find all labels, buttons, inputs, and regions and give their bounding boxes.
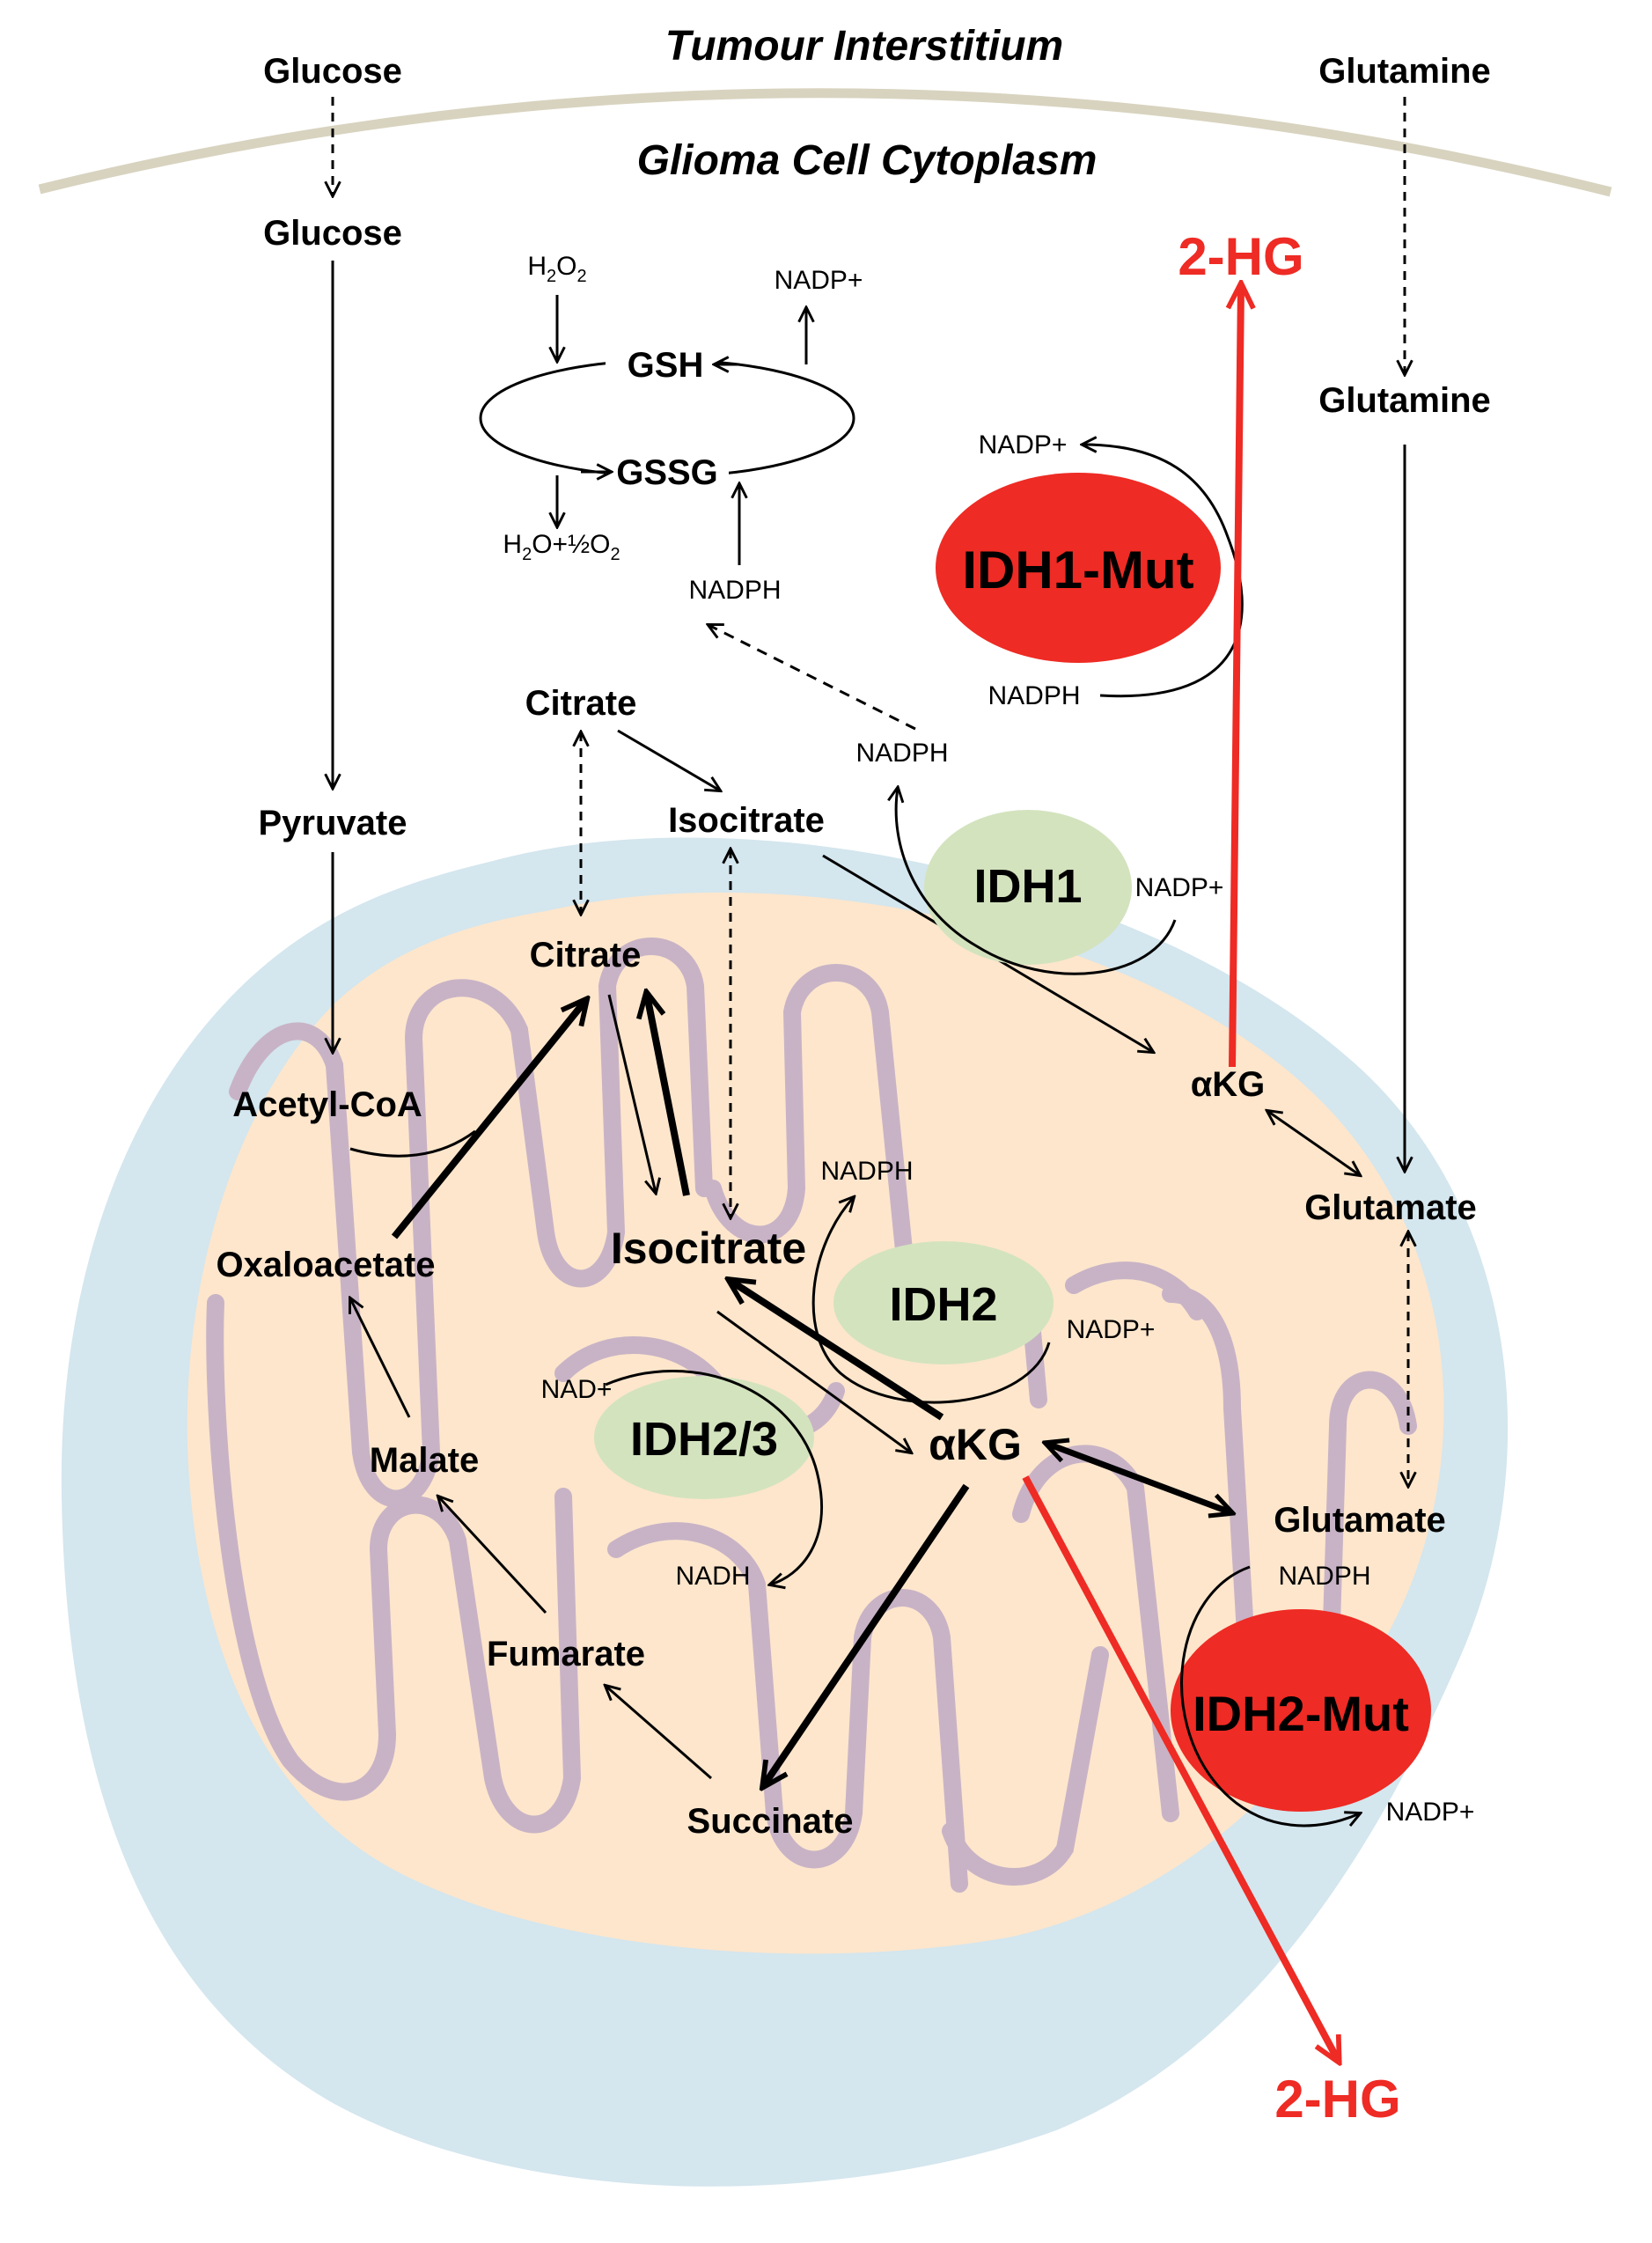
idh2-mut-cofactor-arc	[1180, 1565, 1360, 1827]
idh2-cofactor-arc	[811, 1197, 1051, 1404]
cell-membrane	[38, 88, 1612, 197]
mut2-nadp-label: NADP+	[1386, 1798, 1475, 1827]
idh1-mut-cofactor-arc	[1083, 445, 1244, 698]
idh23-nadh-label: NADH	[675, 1562, 750, 1591]
idh2-mut-enzyme	[1171, 1609, 1431, 1812]
glutamine-intracellular: Glutamine	[1318, 381, 1491, 420]
glucose-intracellular: Glucose	[263, 214, 402, 253]
glutamate-cytoplasm: Glutamate	[1304, 1188, 1477, 1227]
malate-label: Malate	[370, 1441, 480, 1480]
isocitrate-mito: Isocitrate	[611, 1224, 806, 1273]
glutamate-mito: Glutamate	[1274, 1501, 1446, 1540]
malate-to-oaa-arrow	[350, 1298, 411, 1418]
akg-to-succinate-arrow	[764, 1483, 970, 1785]
oxaloacetate-label: Oxaloacetate	[216, 1246, 435, 1284]
gsh-label-gap	[606, 343, 718, 386]
akg-glutamate-cytoplasm-arrow	[1267, 1111, 1360, 1175]
akg-to-2hg-mito-arrow	[1022, 1475, 1338, 2060]
isocitrate-to-akg-mito-arrow	[716, 1310, 911, 1452]
isocitrate-to-citrate-mito-arrow	[647, 995, 690, 1196]
acetyl-coa-label: Acetyl-CoA	[232, 1085, 422, 1124]
2hg-cytoplasm-label: 2-HG	[1178, 227, 1303, 286]
oaa-to-citrate-arrow	[391, 1001, 585, 1239]
nadph-to-glutathione-arrow	[709, 625, 916, 731]
gssg-nadph-label: NADPH	[688, 576, 781, 605]
succinate-to-fumarate-arrow	[606, 1686, 712, 1780]
gssg-label: GSSG	[616, 453, 718, 492]
glutathione-cycle: GSH GSSG H2O2 NADP+ H2O+½O2 NADPH	[479, 252, 863, 605]
gsh-label: GSH	[628, 346, 704, 385]
idh1-cofactor-arc	[896, 788, 1177, 975]
idh2-nadp-label: NADP+	[1067, 1315, 1156, 1344]
akg-cytoplasm: αKG	[1191, 1065, 1266, 1104]
pyruvate-label: Pyruvate	[259, 804, 407, 842]
mut2-nadph-label: NADPH	[1278, 1562, 1370, 1591]
glutamine-extracellular: Glutamine	[1318, 52, 1491, 91]
idh1-enzyme	[924, 810, 1132, 965]
idh23-cofactor-arc	[605, 1370, 824, 1585]
fumarate-to-malate-arrow	[438, 1497, 547, 1614]
succinate-label: Succinate	[687, 1802, 854, 1841]
akg-glutamate-mito-arrow	[1047, 1444, 1230, 1512]
akg-to-isocitrate-arrow	[731, 1281, 944, 1421]
citrate-cytoplasm: Citrate	[525, 684, 637, 723]
mut1-nadp-label: NADP+	[979, 430, 1068, 460]
glioma-cytoplasm-label: Glioma Cell Cytoplasm	[637, 137, 1098, 184]
idh23-enzyme	[594, 1376, 814, 1499]
idh2-nadph-label: NADPH	[820, 1157, 913, 1186]
tumour-interstitium-label: Tumour Interstitium	[665, 23, 1063, 70]
idh1-label: IDH1	[973, 860, 1082, 913]
citrate-to-isocitrate-mito-arrow	[607, 994, 656, 1193]
idh1-mut-enzyme	[936, 473, 1221, 663]
akg-to-2hg-cytoplasm-arrow	[1232, 286, 1241, 1068]
akg-mito: αKG	[929, 1420, 1022, 1469]
water-oxygen-label: H2O+½O2	[503, 530, 620, 564]
idh23-nad-label: NAD+	[541, 1375, 613, 1404]
glucose-extracellular: Glucose	[263, 52, 402, 91]
acetylcoa-join-arc	[349, 1129, 476, 1158]
idh1-mut-label: IDH1-Mut	[962, 541, 1193, 599]
citrate-mito: Citrate	[530, 936, 642, 974]
idh1-nadph-label: NADPH	[855, 739, 948, 768]
2hg-mito-label: 2-HG	[1274, 2070, 1400, 2129]
idh2-mut-label: IDH2-Mut	[1193, 1686, 1409, 1741]
idh2-enzyme	[833, 1241, 1054, 1364]
citrate-to-isocitrate-arrow	[617, 729, 720, 791]
gssg-label-gap	[606, 451, 729, 493]
mut1-nadph-label: NADPH	[988, 681, 1080, 710]
idh1-nadp-label: NADP+	[1135, 873, 1224, 902]
fumarate-label: Fumarate	[487, 1635, 645, 1673]
gsh-nadp-label: NADP+	[775, 266, 863, 295]
idh23-label: IDH2/3	[630, 1413, 778, 1466]
h2o2-label: H2O2	[527, 252, 586, 286]
isocitrate-cytoplasm: Isocitrate	[668, 801, 825, 840]
idh2-label: IDH2	[889, 1278, 997, 1331]
